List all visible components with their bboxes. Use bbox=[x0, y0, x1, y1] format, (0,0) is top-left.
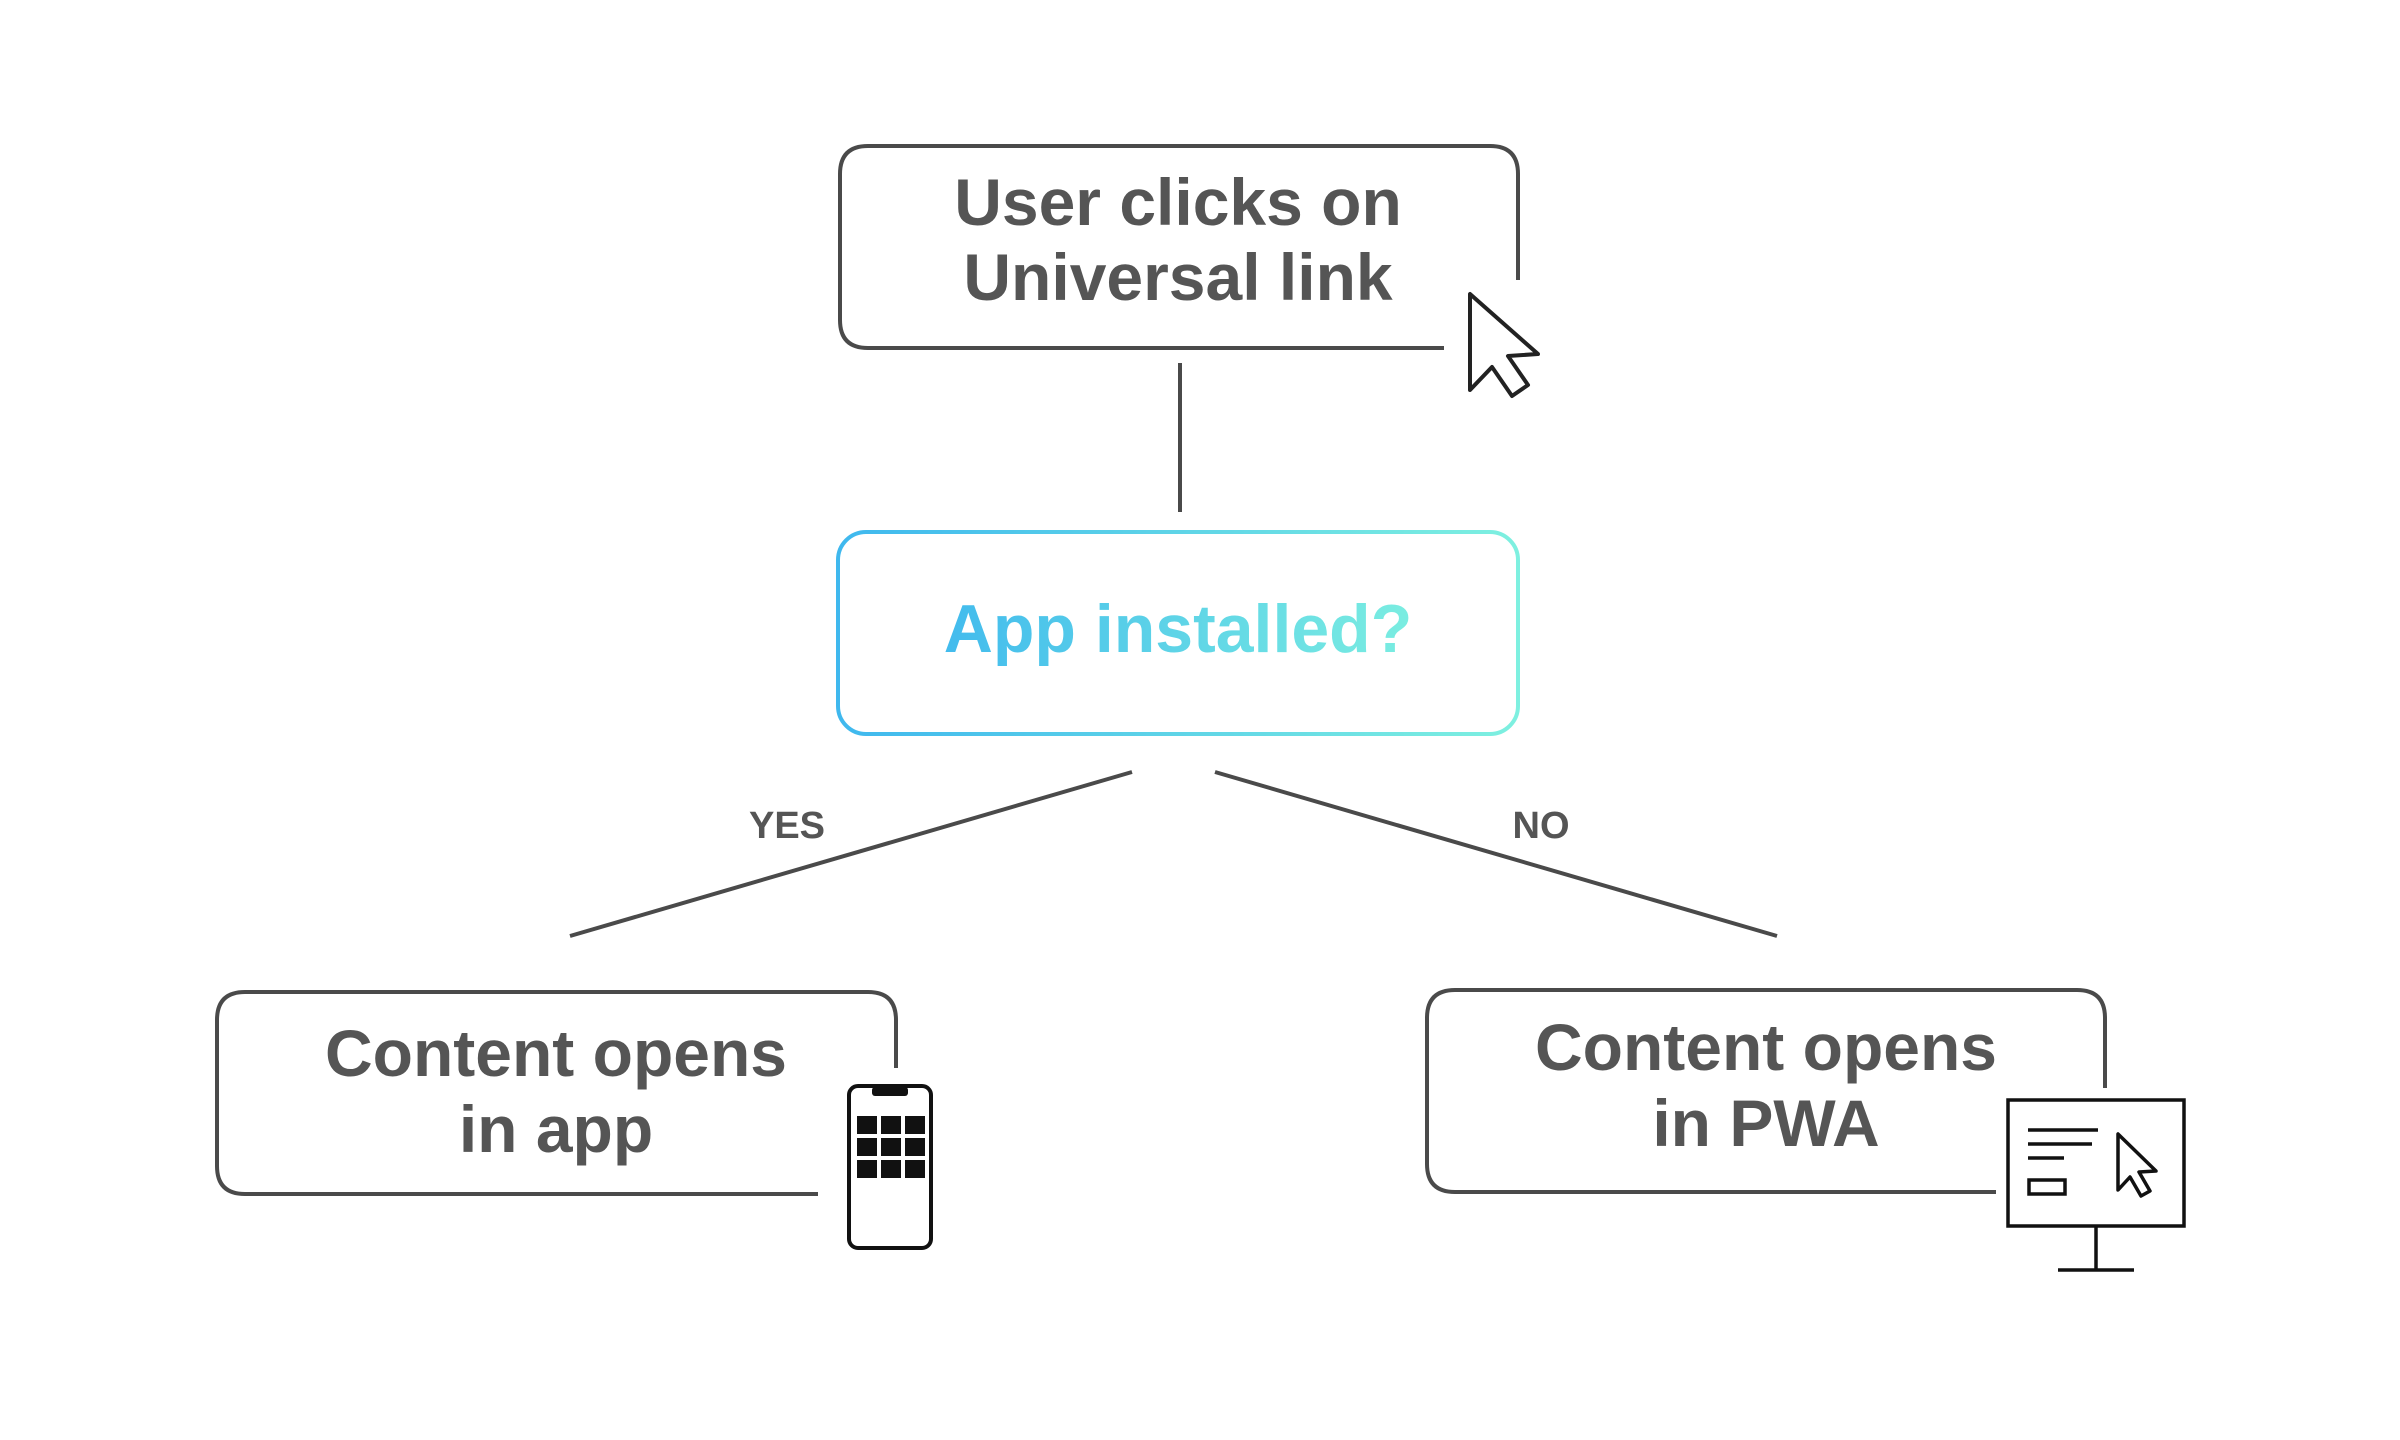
desktop-monitor-icon bbox=[2006, 1098, 2186, 1272]
no-result-line1: Content opens bbox=[1535, 1010, 1997, 1084]
yes-result-node: Content opens in app bbox=[215, 990, 933, 1250]
yes-branch-label: YES bbox=[749, 805, 825, 847]
no-branch-line bbox=[1214, 770, 1778, 938]
no-result-node-border bbox=[1425, 988, 2107, 1194]
yes-result-node-border bbox=[215, 990, 898, 1196]
decision-node: App installed? bbox=[836, 530, 1520, 736]
no-result-line2: in PWA bbox=[1652, 1086, 1879, 1160]
yes-branch-line bbox=[569, 770, 1133, 938]
start-node: User clicks on Universal link bbox=[838, 144, 1540, 398]
smartphone-icon bbox=[847, 1084, 933, 1250]
decision-node-label: App installed? bbox=[944, 591, 1412, 667]
no-branch-label: NO bbox=[1513, 805, 1570, 847]
start-node-line2: Universal link bbox=[963, 240, 1392, 314]
start-node-line1: User clicks on bbox=[954, 165, 1402, 239]
decision-node-border bbox=[836, 530, 1520, 736]
yes-result-line1: Content opens bbox=[325, 1016, 787, 1090]
start-node-border bbox=[838, 144, 1520, 350]
yes-result-line2: in app bbox=[459, 1092, 653, 1166]
cursor-arrow-icon bbox=[1468, 292, 1540, 398]
no-result-node: Content opens in PWA bbox=[1425, 988, 2186, 1272]
